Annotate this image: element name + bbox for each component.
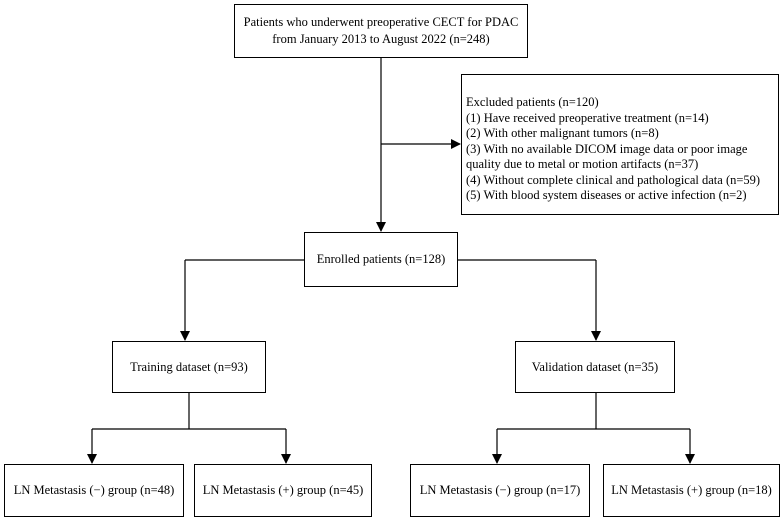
- train-pos-box: LN Metastasis (+) group (n=45): [194, 464, 372, 517]
- excluded-item-2: (2) With other malignant tumors (n=8): [466, 126, 659, 140]
- enrolled-box: Enrolled patients (n=128): [304, 232, 458, 287]
- train-neg-box: LN Metastasis (−) group (n=48): [4, 464, 184, 517]
- training-label: Training dataset (n=93): [130, 359, 248, 374]
- val-pos-label: LN Metastasis (+) group (n=18): [611, 483, 772, 497]
- train-neg-label: LN Metastasis (−) group (n=48): [13, 483, 175, 497]
- start-box: Patients who underwent preoperative CECT…: [234, 4, 528, 58]
- excluded-box: Excluded patients (n=120) (1) Have recei…: [461, 74, 779, 215]
- excluded-heading: Excluded patients (n=120): [466, 95, 599, 109]
- val-pos-box: LN Metastasis (+) group (n=18): [603, 464, 780, 517]
- excluded-item-4: (4) Without complete clinical and pathol…: [466, 172, 761, 187]
- validation-label: Validation dataset (n=35): [531, 359, 659, 374]
- excluded-item-3: (3) With no available DICOM image data o…: [466, 141, 748, 156]
- val-neg-box: LN Metastasis (−) group (n=17): [410, 464, 590, 517]
- val-neg-label: LN Metastasis (−) group (n=17): [419, 483, 581, 497]
- train-pos-label: LN Metastasis (+) group (n=45): [202, 483, 364, 497]
- excluded-item-1: (1) Have received preoperative treatment…: [466, 110, 709, 125]
- excluded-item-3-cont: quality due to metal or motion artifacts…: [466, 157, 699, 171]
- start-line-2: from January 2013 to August 2022 (n=248): [272, 32, 490, 46]
- enrolled-label: Enrolled patients (n=128): [316, 252, 446, 266]
- validation-box: Validation dataset (n=35): [515, 341, 675, 393]
- training-box: Training dataset (n=93): [112, 341, 266, 393]
- start-line-1: Patients who underwent preoperative CECT…: [243, 15, 519, 29]
- excluded-item-5: (5) With blood system diseases or active…: [466, 188, 747, 202]
